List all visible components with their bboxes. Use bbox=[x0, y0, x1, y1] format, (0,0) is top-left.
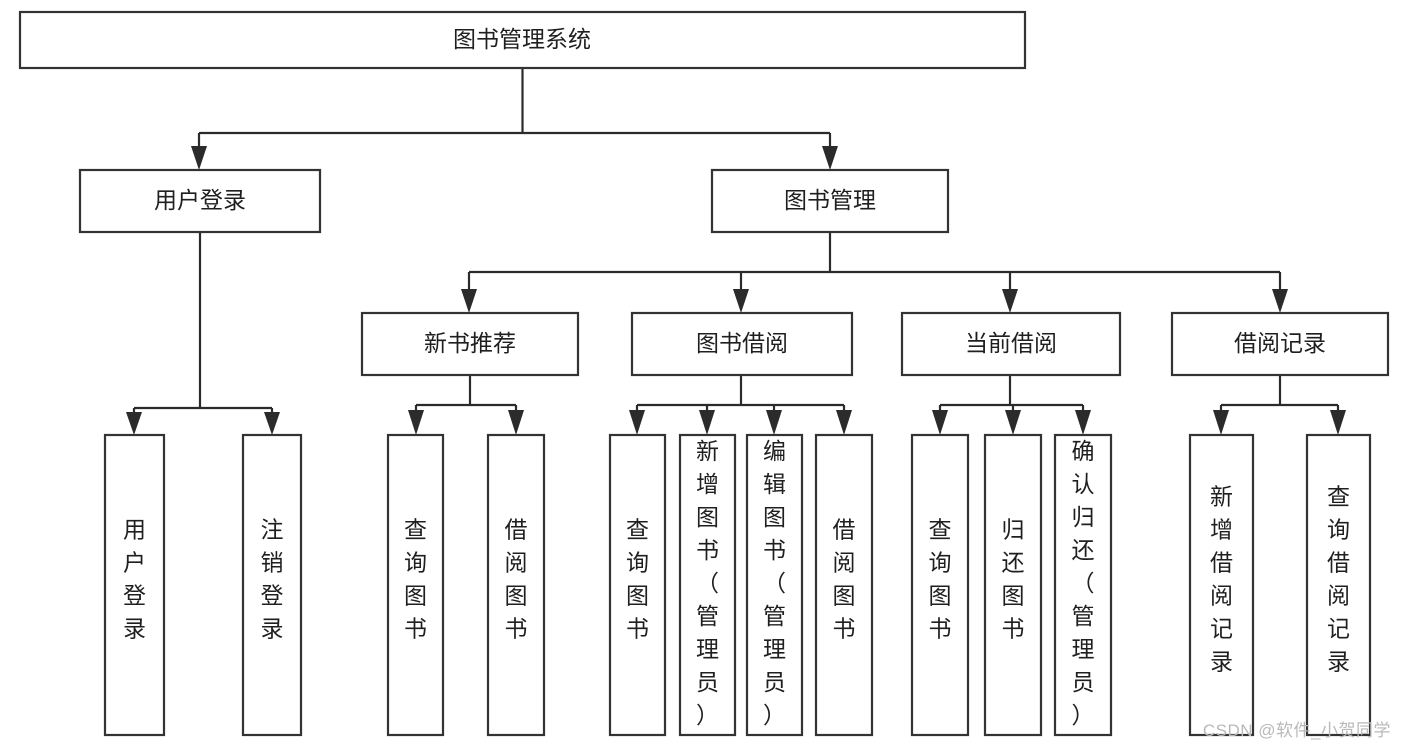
leaf-query-book-current[interactable]: 查询图书 bbox=[910, 433, 970, 737]
leaf-query-borrow-record[interactable]: 查询借阅记录 bbox=[1305, 433, 1372, 737]
node-book-borrow[interactable]: 图书借阅 bbox=[630, 311, 854, 377]
leaf-query-book-current-box[interactable] bbox=[910, 433, 970, 737]
arrow-head-leaf-borrow-book bbox=[836, 410, 852, 435]
leaf-borrow-book-box[interactable] bbox=[814, 433, 874, 737]
node-new-book-rec-label: 新书推荐 bbox=[424, 330, 516, 356]
node-borrow-record[interactable]: 借阅记录 bbox=[1170, 311, 1390, 377]
leaf-query-borrow-record-label: 查询借阅记录 bbox=[1327, 484, 1350, 675]
leaf-user-login-label: 用户登录 bbox=[123, 517, 146, 642]
leaf-logout-login-label: 注销登录 bbox=[261, 517, 284, 642]
node-book-manage[interactable]: 图书管理 bbox=[710, 168, 950, 234]
leaf-user-login[interactable]: 用户登录 bbox=[103, 433, 166, 737]
arrow-head-leaf-borrow-book-rec bbox=[508, 410, 524, 435]
node-book-manage-label: 图书管理 bbox=[784, 187, 876, 213]
node-user-login-label: 用户登录 bbox=[154, 187, 246, 213]
leaf-return-book[interactable]: 归还图书 bbox=[983, 433, 1043, 737]
node-borrow-record-label: 借阅记录 bbox=[1234, 330, 1326, 356]
leaf-edit-book-admin-label: 编辑图书（管理员） bbox=[763, 438, 786, 728]
leaf-add-borrow-record-label: 新增借阅记录 bbox=[1210, 484, 1233, 675]
leaf-query-book-rec[interactable]: 查询图书 bbox=[386, 433, 445, 737]
arrow-head-new-book-rec bbox=[461, 289, 477, 313]
node-root-box[interactable] bbox=[18, 10, 1027, 70]
arrow-head-book-borrow bbox=[733, 289, 749, 313]
leaf-borrow-book-rec-label: 借阅图书 bbox=[505, 517, 528, 642]
arrow-head-leaf-logout-login bbox=[264, 412, 280, 435]
leaf-add-book-admin[interactable]: 新增图书（管理员） bbox=[678, 433, 737, 737]
leaf-add-borrow-record[interactable]: 新增借阅记录 bbox=[1188, 433, 1255, 737]
arrow-head-leaf-query-borrow-record bbox=[1330, 410, 1346, 435]
node-book-borrow-label: 图书借阅 bbox=[696, 330, 788, 356]
node-new-book-rec[interactable]: 新书推荐 bbox=[360, 311, 580, 377]
leaf-query-book-borrow-box[interactable] bbox=[608, 433, 667, 737]
arrow-head-leaf-return-book bbox=[1005, 410, 1021, 435]
arrow-head-leaf-edit-book-admin bbox=[766, 410, 782, 435]
arrow-head-leaf-add-borrow-record bbox=[1213, 410, 1229, 435]
node-root[interactable]: 图书管理系统 bbox=[18, 10, 1027, 70]
node-borrow-record-box[interactable] bbox=[1170, 311, 1390, 377]
leaf-query-book-borrow[interactable]: 查询图书 bbox=[608, 433, 667, 737]
leaf-logout-login-box[interactable] bbox=[241, 433, 303, 737]
leaf-borrow-book-rec-box[interactable] bbox=[486, 433, 546, 737]
leaf-query-book-rec-label: 查询图书 bbox=[404, 517, 427, 642]
arrow-head-user-login bbox=[191, 146, 207, 170]
node-current-borrow-box[interactable] bbox=[900, 311, 1122, 377]
node-root-label: 图书管理系统 bbox=[453, 26, 591, 52]
leaf-user-login-box[interactable] bbox=[103, 433, 166, 737]
arrow-head-current-borrow bbox=[1002, 289, 1018, 313]
node-user-login-box[interactable] bbox=[78, 168, 322, 234]
arrow-head-book-manage bbox=[822, 146, 838, 170]
node-current-borrow-label: 当前借阅 bbox=[965, 330, 1057, 356]
leaf-borrow-book[interactable]: 借阅图书 bbox=[814, 433, 874, 737]
node-user-login[interactable]: 用户登录 bbox=[78, 168, 322, 234]
arrow-head-leaf-query-book-borrow bbox=[629, 410, 645, 435]
connectors-group bbox=[126, 68, 1346, 435]
arrow-head-leaf-query-book-rec bbox=[408, 410, 424, 435]
leaf-query-borrow-record-box[interactable] bbox=[1305, 433, 1372, 737]
leaf-confirm-return-admin-box[interactable] bbox=[1053, 433, 1113, 737]
leaf-add-book-admin-box[interactable] bbox=[678, 433, 737, 737]
arrow-head-leaf-user-login bbox=[126, 412, 142, 435]
leaf-query-book-rec-box[interactable] bbox=[386, 433, 445, 737]
arrow-head-leaf-add-book-admin bbox=[699, 410, 715, 435]
node-book-manage-box[interactable] bbox=[710, 168, 950, 234]
leaf-borrow-book-label: 借阅图书 bbox=[833, 517, 856, 642]
arrow-head-leaf-query-book-current bbox=[932, 410, 948, 435]
leaf-logout-login[interactable]: 注销登录 bbox=[241, 433, 303, 737]
leaf-query-book-current-label: 查询图书 bbox=[929, 517, 952, 642]
leaf-edit-book-admin[interactable]: 编辑图书（管理员） bbox=[745, 433, 804, 737]
leaf-borrow-book-rec[interactable]: 借阅图书 bbox=[486, 433, 546, 737]
arrow-head-leaf-confirm-return-admin bbox=[1075, 410, 1091, 435]
leaf-return-book-label: 归还图书 bbox=[1002, 517, 1025, 642]
leaf-add-book-admin-label: 新增图书（管理员） bbox=[696, 438, 719, 728]
leaf-confirm-return-admin-label: 确认归还（管理员） bbox=[1072, 438, 1095, 728]
arrow-head-borrow-record bbox=[1272, 289, 1288, 313]
leaf-edit-book-admin-box[interactable] bbox=[745, 433, 804, 737]
node-book-borrow-box[interactable] bbox=[630, 311, 854, 377]
node-new-book-rec-box[interactable] bbox=[360, 311, 580, 377]
leaf-return-book-box[interactable] bbox=[983, 433, 1043, 737]
leaf-nodes-group: 用户登录 注销登录 查询图书 借阅图书 查询图书 新增图书（管理员） 编辑图书（管理员） 借阅… bbox=[103, 433, 1372, 737]
leaf-query-book-borrow-label: 查询图书 bbox=[626, 517, 649, 642]
leaf-add-borrow-record-box[interactable] bbox=[1188, 433, 1255, 737]
leaf-confirm-return-admin[interactable]: 确认归还（管理员） bbox=[1053, 433, 1113, 737]
node-current-borrow[interactable]: 当前借阅 bbox=[900, 311, 1122, 377]
